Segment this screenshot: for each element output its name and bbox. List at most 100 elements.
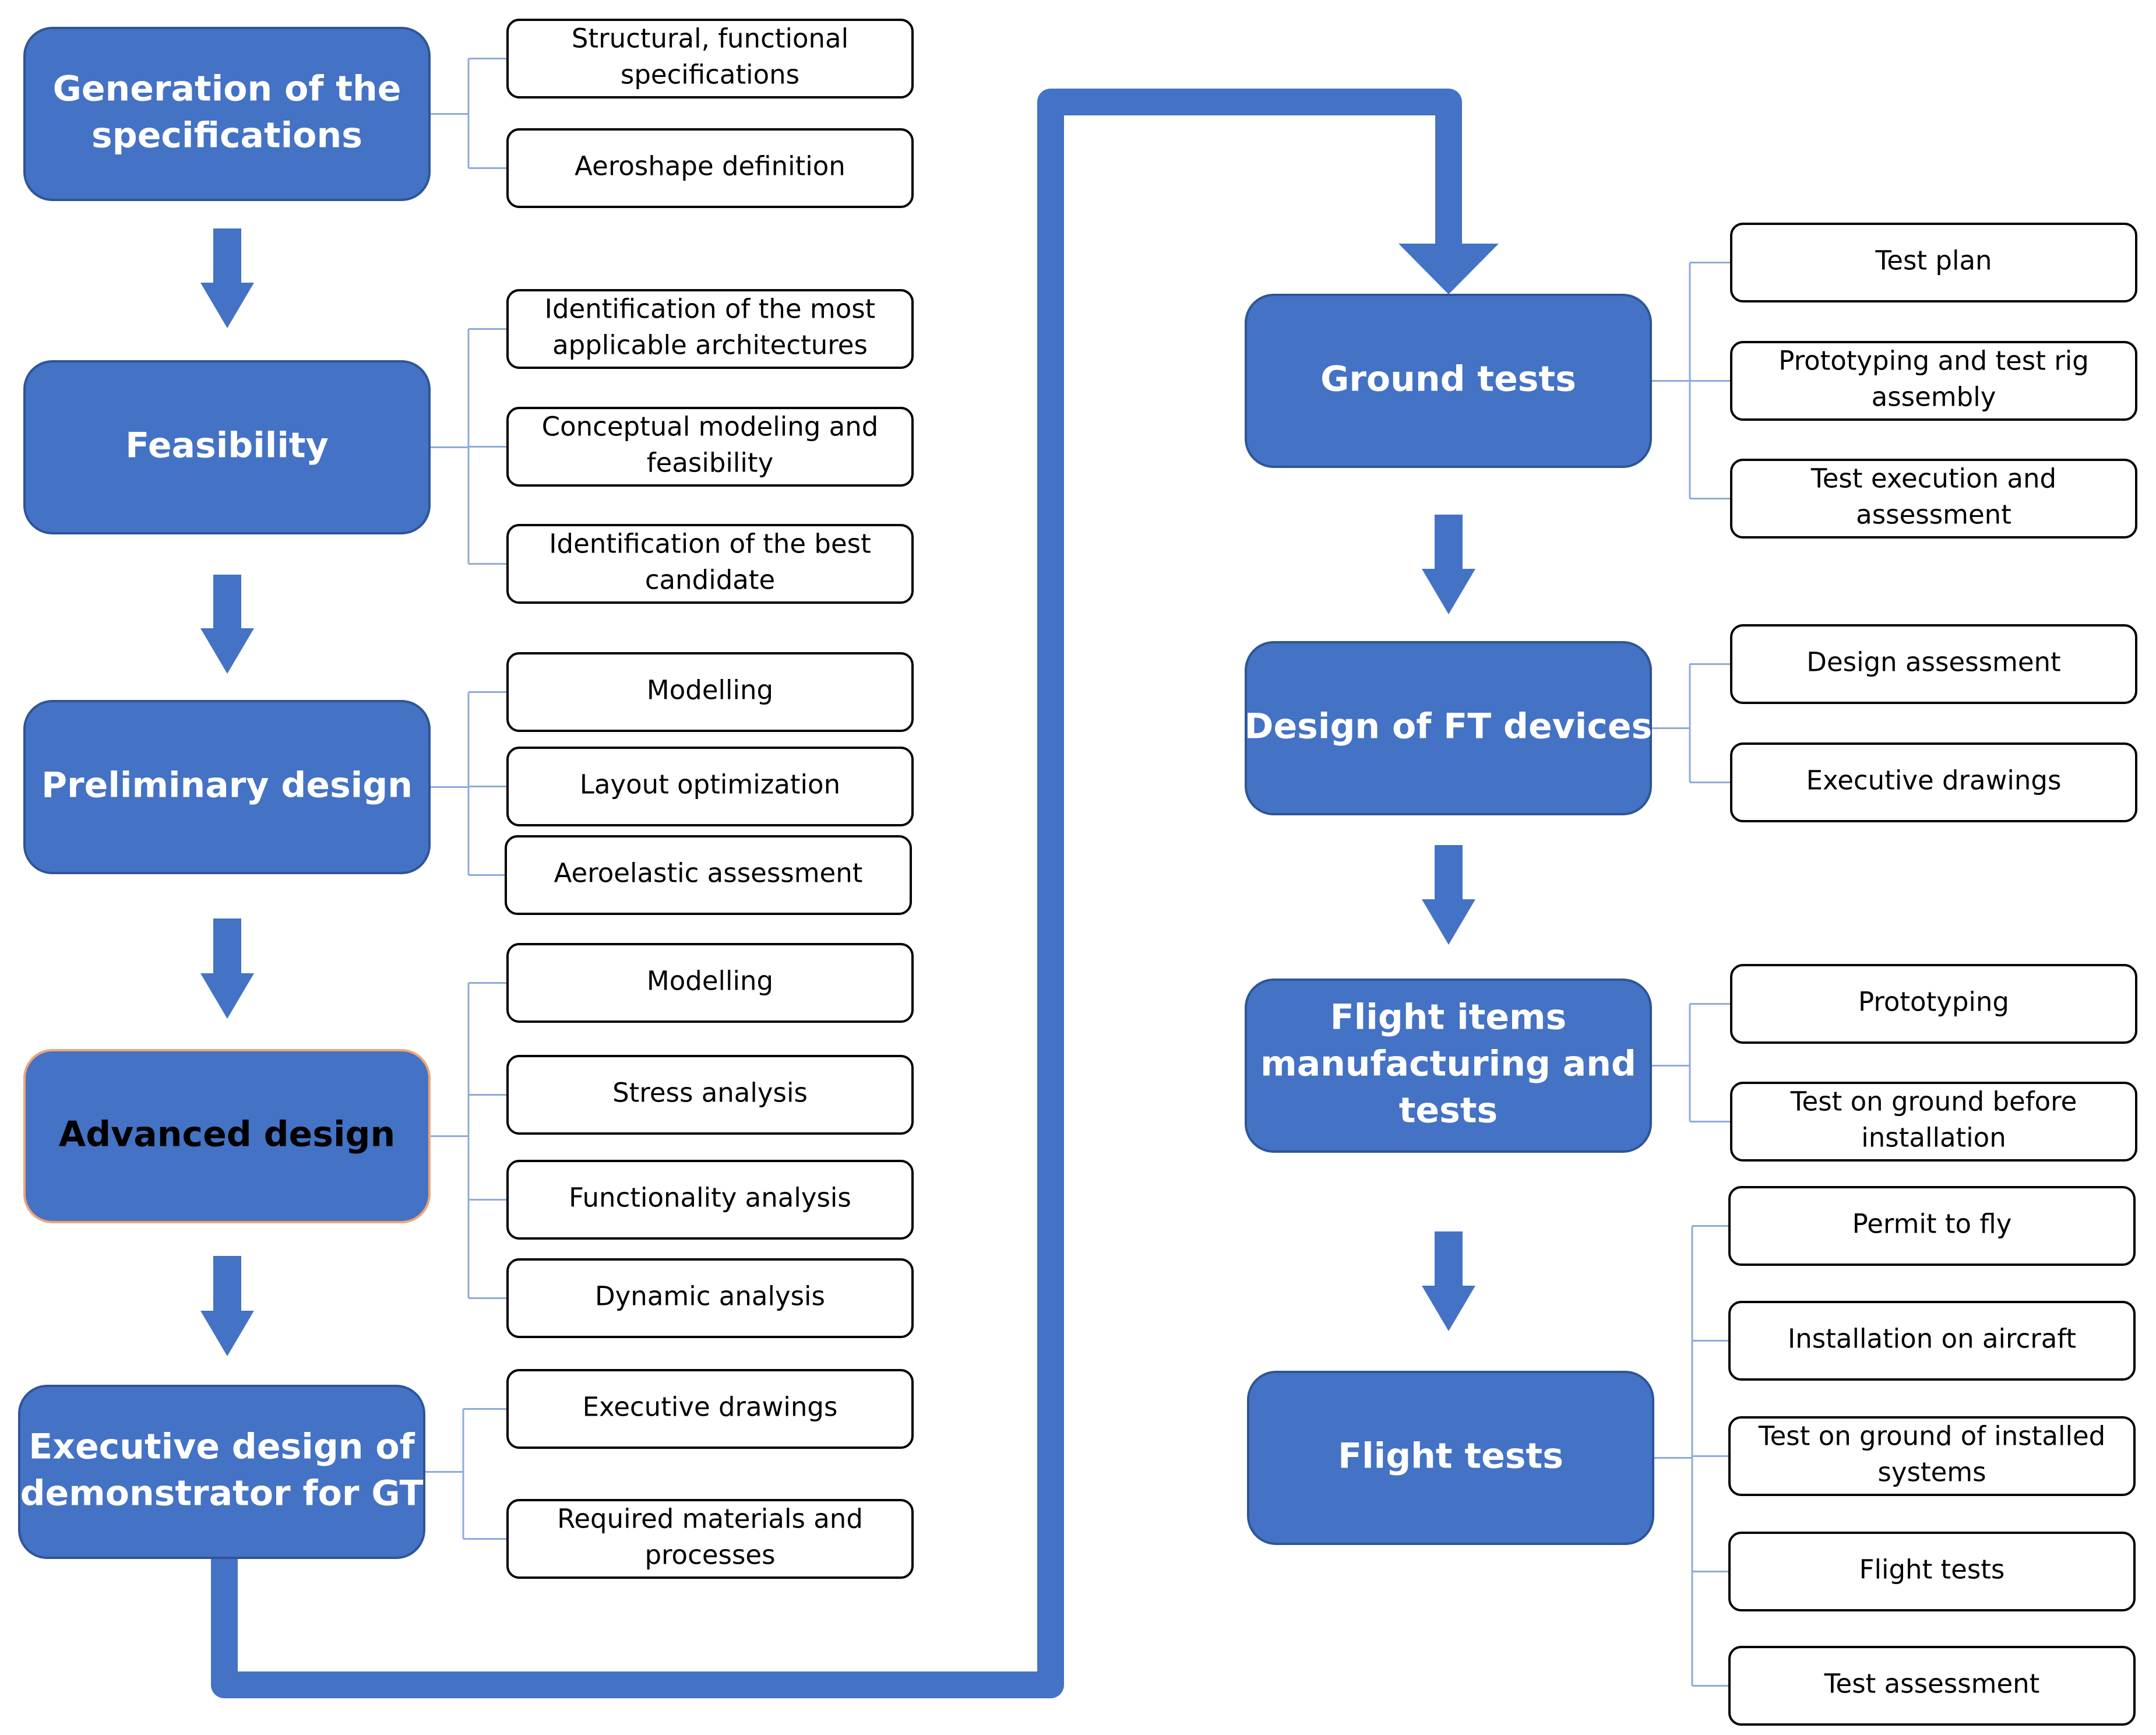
stage-title-line: Advanced design [59, 1114, 395, 1155]
task-label-line: Executive drawings [1806, 765, 2062, 796]
stage-title: Ground tests [1320, 358, 1576, 399]
task-label-line: Modelling [647, 966, 773, 997]
task-label-line: Dynamic analysis [595, 1281, 825, 1312]
stage-title: Advanced design [59, 1114, 395, 1155]
stage-box [1245, 979, 1652, 1153]
task-label: Required materials and processes [557, 1504, 863, 1571]
task-label: Design assessment [1806, 647, 2060, 678]
task-item: Aeroelastic assessment [505, 835, 912, 915]
task-label-line: Conceptual modeling and [542, 411, 879, 442]
task-label-line: systems [1877, 1457, 1986, 1488]
task-label: Modelling [647, 966, 773, 997]
task-item: Executive drawings [1730, 742, 2137, 822]
task-box [1730, 341, 2137, 421]
task-box [1728, 1532, 2136, 1611]
task-box [1730, 1082, 2137, 1162]
task-box [506, 524, 914, 604]
flow-arrows [200, 89, 1499, 1698]
task-label: Aeroelastic assessment [554, 858, 863, 889]
flow-arrow-6 [1422, 515, 1475, 614]
task-label-line: Test on ground before [1790, 1086, 2077, 1117]
task-box [506, 407, 914, 487]
task-label: Executive drawings [1806, 765, 2062, 796]
task-box [506, 747, 914, 826]
task-label: Aeroshape definition [575, 151, 846, 182]
task-box [506, 289, 914, 369]
task-item: Functionality analysis [506, 1160, 914, 1240]
stage-title-line: Generation of the [53, 68, 401, 109]
task-label: Modelling [647, 675, 773, 706]
stage-box [23, 27, 431, 201]
task-box [506, 943, 914, 1023]
task-box [506, 19, 914, 98]
task-label-line: Test assessment [1824, 1669, 2040, 1699]
task-item: Test assessment [1728, 1646, 2136, 1726]
task-box [1730, 624, 2137, 704]
task-label-line: Modelling [647, 675, 773, 706]
task-label-line: feasibility [647, 448, 773, 478]
task-item: Test plan [1730, 223, 2137, 302]
task-label-line: Flight tests [1859, 1554, 2005, 1585]
task-box [505, 835, 912, 915]
stage-box [18, 1385, 425, 1559]
task-label-line: Identification of the best [549, 529, 871, 559]
stage-title-line: Feasibility [125, 425, 328, 466]
task-label: Installation on aircraft [1788, 1324, 2076, 1354]
stage-title: Preliminary design [41, 765, 413, 805]
task-label: Permit to fly [1852, 1209, 2012, 1240]
task-item: Installation on aircraft [1728, 1301, 2136, 1381]
task-box [1730, 742, 2137, 822]
stage-title-line: Design of FT devices [1245, 706, 1653, 747]
task-label-line: Test on ground of installed [1758, 1421, 2105, 1452]
flow-arrow-2 [200, 575, 254, 674]
stage-title-line: specifications [91, 115, 362, 156]
flow-arrow-8 [1422, 1231, 1475, 1331]
task-box [1730, 964, 2137, 1044]
task-box [506, 1369, 914, 1449]
stage-box [23, 1049, 431, 1223]
task-label-line: Aeroelastic assessment [554, 858, 863, 889]
stage-box [23, 700, 431, 874]
task-item: Required materials and processes [506, 1499, 914, 1579]
task-box [1728, 1301, 2136, 1381]
stage-title-line: Executive design of [29, 1426, 415, 1467]
flow-connector-long [211, 89, 1462, 1698]
task-label-line: Layout optimization [580, 769, 840, 800]
task-label-line: Design assessment [1806, 647, 2060, 678]
task-label: Functionality analysis [569, 1183, 851, 1213]
task-box [1728, 1416, 2136, 1496]
task-label-line: specifications [621, 59, 799, 90]
stage-box [1245, 294, 1652, 468]
task-label-line: applicable architectures [552, 330, 868, 361]
task-label-line: Aeroshape definition [575, 151, 846, 182]
task-label-line: processes [644, 1540, 775, 1571]
task-label: Executive drawings [583, 1392, 838, 1423]
stage-box [23, 360, 431, 534]
task-label-line: Test plan [1875, 245, 1992, 276]
task-label: Test on ground of installed systems [1758, 1421, 2105, 1488]
task-label: Conceptual modeling and feasibility [542, 411, 879, 478]
task-box [1728, 1646, 2136, 1726]
task-label-line: Prototyping [1858, 987, 2009, 1018]
stage-title-line: manufacturing and [1260, 1043, 1636, 1084]
task-label-line: assembly [1872, 382, 1996, 413]
task-label-line: Required materials and [557, 1504, 863, 1535]
task-item: Prototyping [1730, 964, 2137, 1044]
task-label-line: Permit to fly [1852, 1209, 2012, 1240]
task-label: Flight tests [1859, 1554, 2005, 1585]
task-box [506, 1160, 914, 1240]
task-box [1728, 1186, 2136, 1266]
